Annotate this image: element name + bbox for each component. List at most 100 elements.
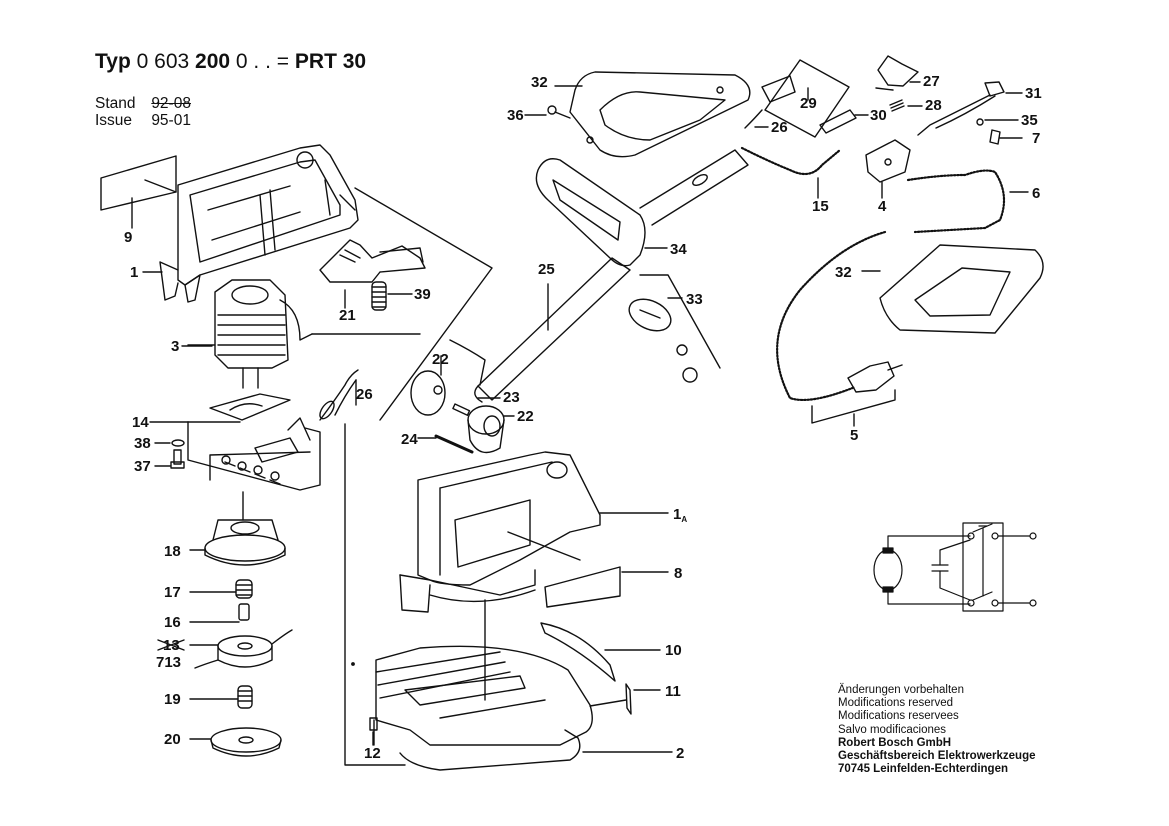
typ-number-c: 0 . . = <box>235 50 290 73</box>
callout-1: 1 <box>130 264 139 281</box>
footer-division: Geschäftsbereich Elektrowerkzeuge <box>838 750 1036 763</box>
leader-lines-lever <box>355 188 492 420</box>
stand-row: Stand 92-08 <box>95 95 191 112</box>
label-sticker-9 <box>101 156 176 228</box>
footer-line-fr: Modifications reservees <box>838 710 959 723</box>
callout-24: 24 <box>401 431 418 448</box>
issue-row: Issue 95-01 <box>95 112 191 129</box>
motor-3 <box>188 280 420 388</box>
footer-line-es: Salvo modificaciones <box>838 723 947 736</box>
insert-16 <box>190 604 249 622</box>
callout-32-bottom: 32 <box>835 264 852 281</box>
model-title: Typ 0 603 200 0 . . = PRT 30 <box>95 50 366 74</box>
callout-28: 28 <box>925 97 942 114</box>
callout-34: 34 <box>670 241 687 258</box>
cable-clamp-7 <box>990 130 1022 144</box>
typ-prefix: Typ <box>95 50 131 73</box>
spool-cap-20 <box>190 728 281 756</box>
footer-line-en: Modifications reserved <box>838 697 954 710</box>
callout-11: 11 <box>665 683 681 700</box>
callout-13-struck: 13 <box>163 637 180 654</box>
slide-button-27 <box>876 56 920 90</box>
callout-17: 17 <box>164 584 181 601</box>
callout-23: 23 <box>503 389 520 406</box>
cable-15 <box>742 148 840 174</box>
housing-half-1 <box>160 145 358 302</box>
slider-30 <box>820 110 868 133</box>
callout-3: 3 <box>171 338 180 355</box>
callout-18: 18 <box>164 543 181 560</box>
guard-2 <box>370 600 672 770</box>
callout-26-left: 26 <box>356 386 373 403</box>
hub-22-lower <box>468 406 514 453</box>
callout-33: 33 <box>686 291 703 308</box>
callout-20: 20 <box>164 731 181 748</box>
callout-22-lower: 22 <box>517 408 534 425</box>
callout-1A-suffix: A <box>681 515 688 524</box>
pin-24 <box>418 436 472 452</box>
cable-26-left <box>317 370 358 421</box>
switch-box-29 <box>762 60 849 137</box>
callout-38: 38 <box>134 435 151 452</box>
callout-19: 19 <box>164 691 181 708</box>
switch-4 <box>866 140 910 198</box>
callout-leaders <box>143 272 212 346</box>
callout-36: 36 <box>507 107 524 124</box>
assembly-bracket-line <box>345 424 405 765</box>
callout-22-upper: 22 <box>432 351 449 368</box>
callout-1A: 1A <box>673 507 687 527</box>
label-sticker-8 <box>545 567 668 607</box>
footer-address: 70745 Leinfelden-Echterdingen <box>838 763 1008 776</box>
housing-1A <box>400 452 668 612</box>
issue-label: Issue <box>95 112 133 129</box>
handle-cover-32-top <box>555 72 750 157</box>
strikeout-13 <box>158 640 184 650</box>
callout-35: 35 <box>1021 112 1038 129</box>
callout-39: 39 <box>414 286 431 303</box>
spring-17 <box>190 580 252 598</box>
connector-31 <box>918 82 1022 135</box>
callout-7: 7 <box>1032 130 1041 147</box>
footer-line-de: Änderungen vorbehalten <box>838 684 964 696</box>
decal-11 <box>590 684 660 714</box>
callout-2: 2 <box>676 745 685 762</box>
spool-housing-18 <box>190 492 285 565</box>
spring-19 <box>190 686 252 708</box>
cable-26-right <box>745 110 768 128</box>
callout-27: 27 <box>923 73 940 90</box>
callout-25: 25 <box>538 261 555 278</box>
tube-25 <box>450 258 630 402</box>
callout-8: 8 <box>674 565 683 582</box>
callout-16: 16 <box>164 614 181 631</box>
screw-37 <box>155 440 184 468</box>
screw-36 <box>525 106 570 118</box>
model-name: PRT 30 <box>294 50 367 73</box>
spool-713 <box>190 630 292 668</box>
callout-37: 37 <box>134 458 151 475</box>
callout-713: 713 <box>156 654 182 671</box>
callout-21: 21 <box>339 307 356 324</box>
callout-4: 4 <box>878 198 887 215</box>
pin-23 <box>453 398 500 415</box>
callout-30: 30 <box>870 107 887 124</box>
spring-28 <box>890 100 922 111</box>
decal-10 <box>541 623 660 681</box>
callout-29: 29 <box>800 95 817 112</box>
callout-9: 9 <box>124 229 133 246</box>
callout-5: 5 <box>850 427 859 444</box>
circuit-schematic <box>874 523 1036 611</box>
cable-6 <box>908 171 1004 232</box>
callout-26-right: 26 <box>771 119 788 136</box>
callout-1A-number: 1 <box>673 506 682 523</box>
switch-lever-21 <box>320 240 425 308</box>
typ-number-b: 200 <box>195 50 231 73</box>
footer-company: Robert Bosch GmbH <box>838 736 952 749</box>
adjuster-33 <box>624 275 720 382</box>
hub-22-upper <box>411 356 445 415</box>
footer-notes: Änderungen vorbehalten Modifications res… <box>838 684 1036 776</box>
callout-32-top: 32 <box>531 74 548 91</box>
callout-31: 31 <box>1025 85 1042 102</box>
issue-value: 95-01 <box>151 112 191 129</box>
callout-10: 10 <box>665 642 682 659</box>
